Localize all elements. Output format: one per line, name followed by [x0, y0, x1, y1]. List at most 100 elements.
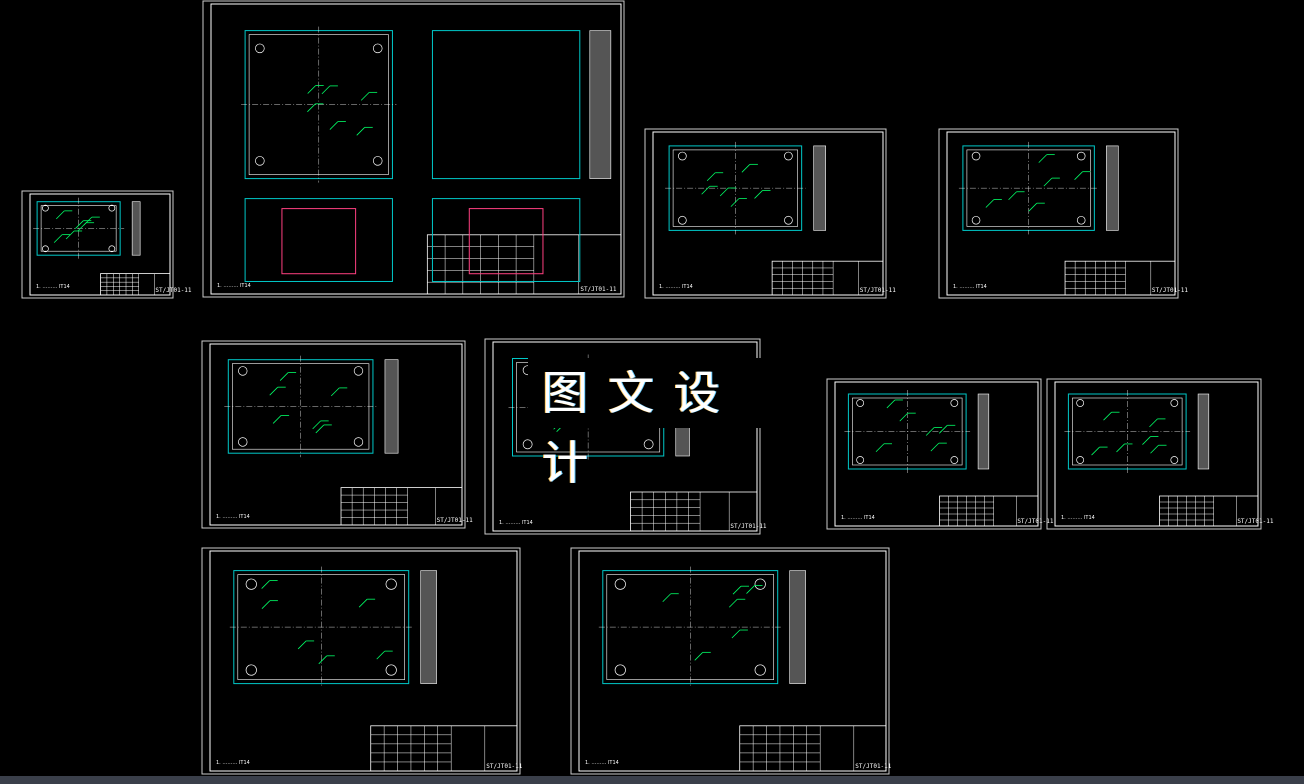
bolt-hole: [1170, 399, 1179, 407]
drawing-number: ST/JT01-11: [1237, 518, 1274, 525]
bolt-hole: [754, 578, 766, 590]
dimension-leader: [985, 199, 995, 208]
sheet-inner-border: [492, 341, 758, 532]
dimension-leader: [307, 103, 316, 113]
technical-note: 1. ……… IT14: [216, 514, 250, 520]
bolt-hole: [1076, 456, 1085, 464]
sheet-border: [938, 128, 1179, 299]
dimension-leader: [732, 585, 742, 595]
bolt-hole: [353, 437, 364, 447]
section-view: [813, 145, 827, 231]
section-view: [1197, 393, 1210, 470]
title-block: [1159, 495, 1259, 527]
bolt-hole: [238, 366, 248, 376]
technical-note: 1. ……… IT14: [659, 284, 693, 290]
bolt-hole: [643, 439, 654, 450]
dimension-leader: [728, 598, 738, 608]
bolt-hole: [108, 204, 116, 212]
technical-note: 1. ……… IT14: [216, 760, 250, 766]
bolt-hole: [372, 156, 383, 166]
drawing-sheet-cavity-plate[interactable]: ST/JT01-111. ……… IT14: [938, 128, 1188, 299]
dimension-leader: [53, 234, 63, 243]
bolt-hole: [42, 204, 49, 212]
drawing-sheet-core-plate[interactable]: ST/JT01-111. ……… IT14: [644, 128, 896, 299]
sheet-inner-border: [578, 550, 887, 772]
bolt-hole: [614, 578, 626, 590]
sheet-border: [1046, 378, 1262, 530]
dimension-leader: [261, 600, 271, 609]
plan-view: [431, 198, 581, 282]
bolt-hole: [754, 664, 766, 676]
bolt-hole: [856, 399, 865, 407]
dimension-leader: [1116, 443, 1125, 453]
dimension-leader: [307, 85, 316, 94]
bolt-hole: [784, 151, 793, 161]
technical-note: 1. ……… IT14: [585, 760, 619, 766]
drawing-sheet-ejector-plate[interactable]: ST/JT01-11 1. ……… IT14: [826, 378, 1054, 530]
sheet-inner-border: [29, 193, 171, 296]
dimension-leader: [1008, 191, 1017, 201]
dimension-leader: [272, 415, 282, 424]
dimension-leader: [701, 185, 710, 195]
bolt-hole: [1170, 456, 1179, 464]
sheet-border: [201, 340, 466, 529]
dimension-leader: [83, 216, 93, 226]
dimension-leader: [1074, 171, 1083, 180]
bolt-hole: [784, 215, 793, 225]
dimension-leader: [279, 372, 289, 381]
drawing-sheet-assembly[interactable]: ST/JT01-111. ……… IT14: [202, 0, 625, 298]
section-view: [420, 570, 437, 684]
sheet-inner-border: [209, 343, 463, 526]
dimension-leader: [329, 121, 339, 130]
dimension-leader: [315, 424, 325, 434]
bolt-hole: [238, 437, 248, 447]
sheet-border: [201, 547, 521, 775]
dimension-leader: [261, 580, 270, 589]
sheet-inner-border: [834, 381, 1039, 527]
drawing-sheet-moving-plate[interactable]: ST/JT01-111. ……… IT14: [201, 547, 523, 775]
sheet-border: [21, 190, 174, 299]
dimension-leader: [875, 443, 885, 453]
drawing-sheet-clamp-plate[interactable]: ST/JT01-111. ……… IT14: [201, 340, 473, 529]
sheet-border: [644, 128, 887, 299]
bolt-hole: [1076, 215, 1086, 225]
dimension-leader: [55, 210, 65, 220]
drawing-sheet-part-overview[interactable]: ST/JT01-111. ……… IT14: [21, 190, 192, 299]
bolt-hole: [245, 578, 257, 590]
dimension-leader: [730, 198, 740, 207]
dimension-leader: [706, 172, 716, 182]
cavity-outline: [281, 208, 357, 275]
bolt-hole: [353, 366, 364, 376]
watermark: 图文设计: [528, 358, 802, 490]
dimension-leader: [1038, 154, 1048, 163]
dimension-leader: [318, 655, 328, 665]
technical-note: 1. ……… IT14: [1061, 515, 1095, 521]
sheet-inner-border: [210, 3, 622, 295]
section-view: [977, 393, 990, 470]
plan-view: [244, 198, 393, 282]
dimension-leader: [65, 230, 75, 240]
dimension-leader: [1103, 411, 1112, 421]
drawing-number: ST/JT01-11: [730, 523, 767, 530]
dimension-leader: [376, 650, 386, 660]
drawing-number: ST/JT01-11: [855, 763, 892, 770]
dimension-leader: [312, 420, 321, 430]
bolt-hole: [856, 456, 865, 464]
dimension-leader: [269, 386, 279, 396]
drawing-number: ST/JT01-11: [1017, 518, 1054, 525]
title-block: [370, 725, 518, 772]
drawing-sheet-fixed-plate[interactable]: ST/JT01-11 1. ……… IT14: [570, 547, 892, 775]
bolt-hole: [678, 215, 687, 225]
dimension-leader: [925, 427, 935, 436]
section-view: [1106, 145, 1119, 231]
sheet-border: [570, 547, 890, 775]
drawing-sheet-ejector-retainer[interactable]: ST/JT01-11 1. ……… IT14: [1046, 378, 1274, 530]
section-view: [131, 201, 141, 256]
dimension-leader: [741, 164, 751, 173]
dimension-leader: [886, 399, 896, 409]
technical-note: 1. ……… IT14: [841, 515, 875, 521]
bolt-hole: [1076, 151, 1086, 161]
title-block: [939, 495, 1039, 527]
bolt-hole: [971, 151, 981, 161]
cavity-outline: [468, 208, 544, 275]
